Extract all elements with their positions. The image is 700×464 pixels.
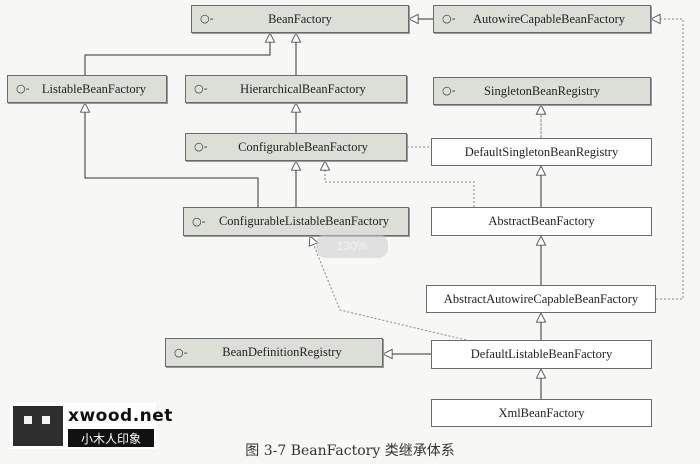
edge-aacbf-to-autowire (651, 19, 684, 300)
node-label: ConfigurableBeanFactory (238, 139, 368, 154)
node-abstract-autowire-capable-bean-factory: AbstractAutowireCapableBeanFactory (426, 285, 656, 313)
node-xml-bean-factory: XmlBeanFactory (431, 399, 652, 427)
robot-logo-icon (13, 406, 63, 446)
interface-icon: ○- (442, 11, 456, 25)
node-abstract-bean-factory: AbstractBeanFactory (431, 207, 652, 236)
watermark-brand: xwood.net (68, 406, 173, 426)
node-default-listable-bean-factory: DefaultListableBeanFactory (431, 340, 652, 369)
node-singleton-bean-registry: ○- SingletonBeanRegistry (433, 77, 651, 105)
interface-icon: ○- (442, 83, 456, 97)
node-label: AutowireCapableBeanFactory (472, 11, 626, 26)
node-label: HierarchicalBeanFactory (240, 81, 366, 96)
node-label: XmlBeanFactory (498, 405, 585, 420)
node-label: AbstractBeanFactory (488, 214, 595, 228)
node-label: BeanDefinitionRegistry (222, 345, 342, 359)
edge-abf-to-configurable (325, 161, 475, 207)
node-listable-bean-factory: ○- ListableBeanFactory (7, 75, 167, 103)
node-autowire-capable-bean-factory: ○- AutowireCapableBeanFactory (433, 5, 651, 33)
edge-dlbf-to-clbf (310, 236, 467, 341)
node-default-singleton-bean-registry: DefaultSingletonBeanRegistry (431, 138, 652, 166)
node-configurable-listable-bean-factory: ○- ConfigurableListableBeanFactory (183, 207, 409, 236)
node-label: AbstractAutowireCapableBeanFactory (443, 291, 639, 306)
interface-icon: ○- (200, 11, 214, 25)
node-label: SingletonBeanRegistry (484, 83, 600, 98)
watermark-subtitle: 小木人印象 (68, 429, 154, 447)
interface-icon: ○- (194, 139, 208, 153)
zoom-label: 130% (336, 239, 368, 253)
interface-icon: ○- (192, 214, 206, 228)
node-label: ConfigurableListableBeanFactory (218, 214, 390, 228)
node-label: ListableBeanFactory (41, 81, 147, 96)
node-hierarchical-bean-factory: ○- HierarchicalBeanFactory (185, 75, 407, 103)
node-bean-definition-registry: ○- BeanDefinitionRegistry (165, 338, 383, 367)
watermark-logo: xwood.net 小木人印象 (10, 403, 172, 449)
edge-clbf-to-listable (85, 103, 259, 207)
edge-listable-to-beanfactory (84, 33, 270, 75)
node-bean-factory: ○- BeanFactory (191, 5, 409, 33)
interface-icon: ○- (194, 81, 208, 95)
node-label: DefaultSingletonBeanRegistry (464, 144, 619, 159)
interface-icon: ○- (174, 345, 188, 359)
zoom-badge: 130% (316, 234, 388, 258)
node-label: BeanFactory (268, 11, 332, 26)
node-configurable-bean-factory: ○- ConfigurableBeanFactory (185, 133, 407, 161)
interface-icon: ○- (16, 81, 30, 95)
figure-caption: 图 3-7 BeanFactory 类继承体系 (245, 443, 455, 459)
node-label: DefaultListableBeanFactory (470, 347, 613, 361)
